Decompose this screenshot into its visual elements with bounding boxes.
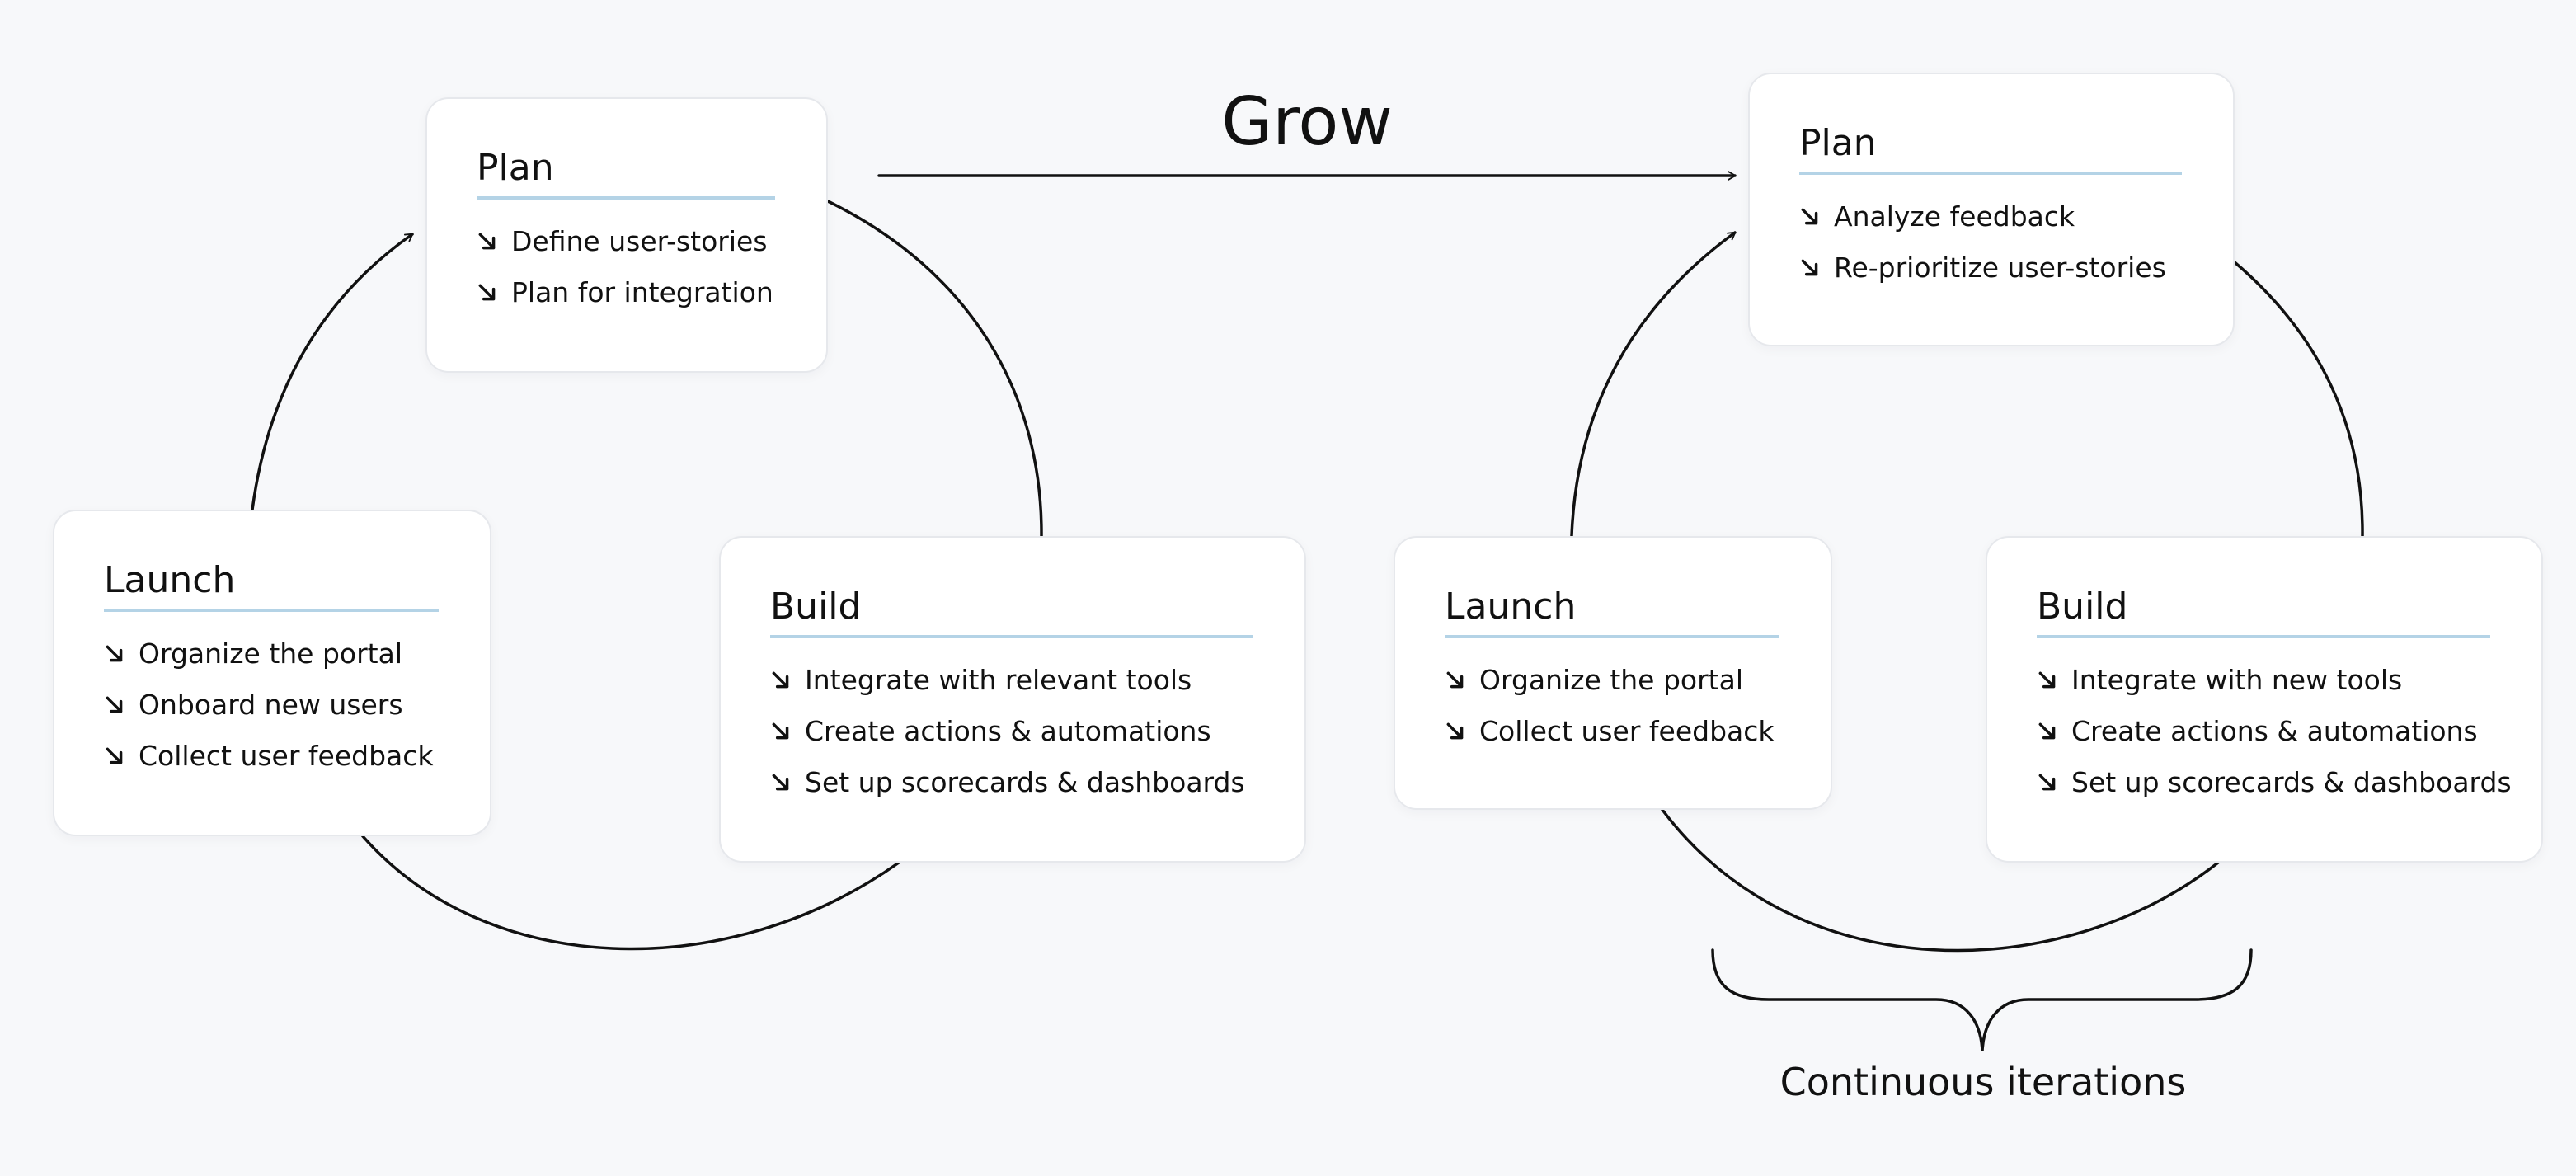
arrow-down-right-icon	[2038, 774, 2056, 791]
list-item-label: Set up scorecards & dashboards	[2071, 766, 2512, 798]
iterations-brace	[1711, 948, 2253, 1051]
list-item: Integrate with new tools	[2037, 655, 2541, 706]
list-item-label: Organize the portal	[1479, 664, 1744, 696]
list-item: Re-prioritize user-stories	[1799, 242, 2233, 294]
cycle-1-launch-card: Launch Organize the portal Onboard new u…	[53, 510, 491, 836]
card-title: Plan	[1799, 120, 2182, 175]
list-item: Analyze feedback	[1799, 191, 2233, 242]
list-item-label: Collect user feedback	[1479, 715, 1775, 747]
cycle-2-launch-to-plan-arrow	[1570, 231, 1737, 538]
card-title: Build	[2037, 584, 2490, 638]
arrow-down-right-icon	[772, 774, 789, 791]
list-item-label: Integrate with new tools	[2071, 664, 2403, 696]
cycle-1-plan-to-build-arc	[826, 200, 1043, 538]
cycle-1-plan-card: Plan Define user-stories Plan for integr…	[425, 97, 828, 373]
list-item: Create actions & automations	[2037, 706, 2541, 757]
arrow-down-right-icon	[2038, 722, 2056, 740]
list-item: Organize the portal	[104, 628, 490, 680]
list-item-label: Analyze feedback	[1834, 200, 2075, 233]
card-title: Launch	[104, 557, 439, 612]
cycle-1-launch-to-plan-arrow	[251, 233, 414, 511]
list-item-label: Collect user feedback	[139, 740, 434, 772]
list-item: Collect user feedback	[1445, 706, 1831, 757]
cycle-1-build-card: Build Integrate with relevant tools Crea…	[719, 536, 1306, 863]
list-item: Organize the portal	[1445, 655, 1831, 706]
arrow-down-right-icon	[772, 722, 789, 740]
card-title: Build	[770, 584, 1253, 638]
arrow-down-right-icon	[1446, 671, 1464, 689]
continuous-iterations-label: Continuous iterations	[1779, 1060, 2187, 1104]
list-item-label: Plan for integration	[511, 276, 773, 308]
arrow-down-right-icon	[106, 696, 123, 713]
cycle-1-build-to-launch-arc	[361, 835, 900, 951]
list-item-label: Organize the portal	[139, 637, 403, 670]
arrow-down-right-icon	[772, 671, 789, 689]
cycle-2-plan-to-build-arc	[2233, 261, 2364, 538]
list-item-label: Onboard new users	[139, 689, 403, 721]
list-item-label: Re-prioritize user-stories	[1834, 252, 2166, 284]
list-item: Integrate with relevant tools	[770, 655, 1304, 706]
cycle-2-launch-card: Launch Organize the portal Collect user …	[1394, 536, 1832, 810]
cycle-2-plan-card: Plan Analyze feedback Re-prioritize user…	[1748, 73, 2235, 346]
arrow-down-right-icon	[1446, 722, 1464, 740]
list-item-label: Create actions & automations	[2071, 715, 2478, 747]
arrow-down-right-icon	[1801, 259, 1818, 276]
cycle-2-build-card: Build Integrate with new tools Create ac…	[1986, 536, 2543, 863]
arrow-down-right-icon	[478, 233, 496, 250]
list-item: Collect user feedback	[104, 731, 490, 782]
list-item-label: Set up scorecards & dashboards	[805, 766, 1245, 798]
arrow-down-right-icon	[1801, 208, 1818, 225]
list-item: Set up scorecards & dashboards	[2037, 757, 2541, 808]
list-item: Onboard new users	[104, 680, 490, 731]
arrow-down-right-icon	[106, 645, 123, 662]
list-item-label: Create actions & automations	[805, 715, 1211, 747]
card-title: Plan	[477, 145, 775, 200]
arrow-down-right-icon	[2038, 671, 2056, 689]
arrow-down-right-icon	[106, 747, 123, 764]
arrow-down-right-icon	[478, 284, 496, 301]
cycle-2-build-to-launch-arc	[1661, 808, 2220, 953]
grow-label: Grow	[1221, 83, 1393, 160]
card-title: Launch	[1445, 584, 1779, 638]
list-item: Create actions & automations	[770, 706, 1304, 757]
list-item: Set up scorecards & dashboards	[770, 757, 1304, 808]
list-item-label: Define user-stories	[511, 225, 768, 257]
list-item: Plan for integration	[477, 267, 826, 318]
list-item-label: Integrate with relevant tools	[805, 664, 1192, 696]
list-item: Define user-stories	[477, 216, 826, 267]
